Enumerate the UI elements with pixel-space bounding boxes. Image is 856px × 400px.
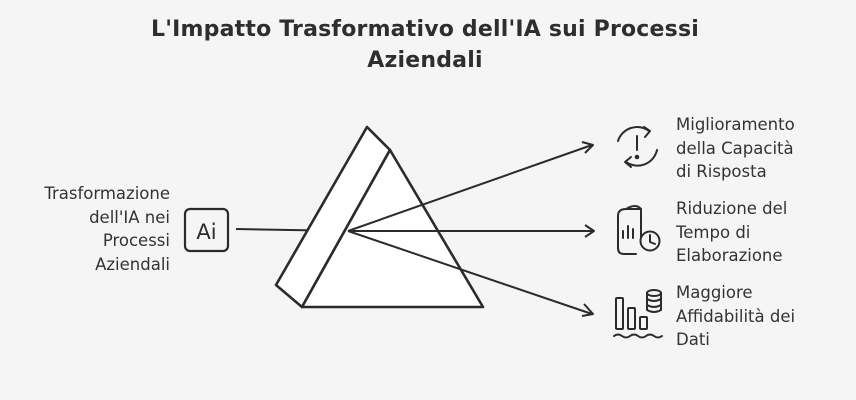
output-label-line: Tempo di — [676, 222, 751, 242]
input-label-line: dell'IA nei — [89, 207, 170, 227]
output-label-response-capacity: Miglioramento della Capacità di Risposta — [676, 113, 851, 184]
prism — [274, 125, 485, 309]
output-label-line: Dati — [676, 330, 710, 349]
output-label-line: Elaborazione — [676, 246, 783, 265]
document-clock-icon — [617, 205, 661, 255]
output-beams — [347, 141, 595, 317]
output-label-data-reliability: Maggiore Affidabilità dei Dati — [676, 281, 851, 352]
output-beam-1 — [347, 144, 593, 232]
arrowhead-2 — [584, 224, 595, 238]
arrowhead-1 — [581, 141, 594, 154]
input-label-line: Aziendali — [95, 254, 170, 274]
output-label-line: Maggiore — [676, 283, 753, 302]
title-line-2: Aziendali — [367, 48, 483, 73]
input-label: Trasformazione dell'IA nei Processi Azie… — [8, 182, 170, 276]
ai-icon-text: Ai — [196, 220, 216, 244]
page-title: L'Impatto Trasformativo dell'IA sui Proc… — [120, 14, 730, 76]
output-label-line: Riduzione del — [676, 199, 788, 218]
arrowhead-3 — [581, 303, 594, 317]
input-label-line: Trasformazione — [44, 184, 170, 203]
database-chart-icon — [613, 289, 663, 339]
output-label-line: della Capacità — [676, 138, 794, 158]
input-label-line: Processi — [102, 231, 170, 250]
output-label-line: di Risposta — [676, 162, 767, 181]
output-label-processing-time: Riduzione del Tempo di Elaborazione — [676, 197, 851, 268]
output-label-line: Miglioramento — [676, 115, 795, 134]
title-line-1: L'Impatto Trasformativo dell'IA sui Proc… — [150, 17, 699, 42]
ai-icon: Ai — [183, 207, 230, 253]
output-label-line: Affidabilità dei — [676, 306, 796, 326]
output-beam-3 — [347, 230, 593, 315]
alert-refresh-icon — [617, 126, 658, 168]
